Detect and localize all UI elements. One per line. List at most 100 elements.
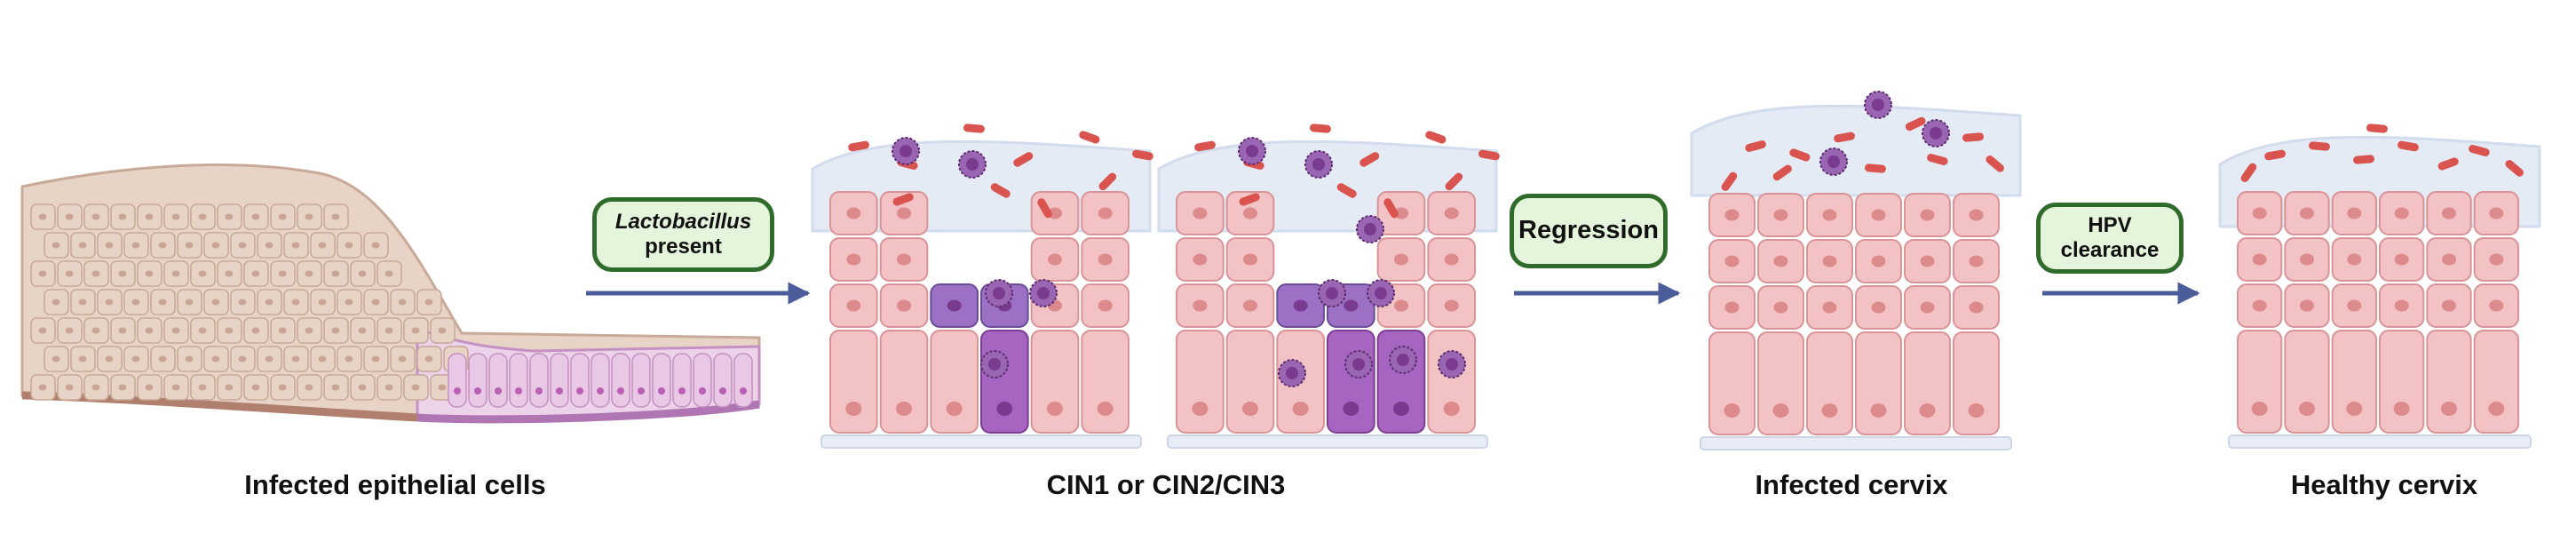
squamous-nucleus [211, 242, 220, 249]
hpv-virion-core [1397, 354, 1409, 366]
squamous-nucleus [238, 242, 247, 249]
basal-nucleus [1192, 402, 1209, 416]
cell-nucleus [1444, 253, 1459, 266]
cell-nucleus [2442, 299, 2456, 312]
hpv-virion-core [1930, 127, 1942, 139]
caption-infected-epithelial-cells: Infected epithelial cells [244, 469, 546, 500]
basal-nucleus [845, 402, 862, 416]
columnar-nucleus [678, 387, 686, 395]
basal-nucleus [896, 402, 912, 416]
squamous-nucleus [105, 299, 114, 306]
basal-nucleus [1047, 402, 1063, 416]
cell-nucleus [2394, 207, 2409, 219]
cell-nucleus [846, 299, 861, 312]
cell-nucleus [1724, 301, 1740, 314]
squamous-nucleus [171, 270, 180, 277]
squamous-nucleus [291, 242, 300, 249]
squamous-nucleus [171, 213, 180, 220]
squamous-nucleus [251, 213, 260, 220]
squamous-nucleus [278, 384, 287, 391]
squamous-nucleus [358, 384, 367, 391]
lactobacillus-bacterium [2437, 157, 2459, 171]
hpv-virion-core [966, 158, 979, 171]
squamous-nucleus [424, 299, 433, 306]
squamous-nucleus [145, 384, 154, 391]
basal-nucleus [1242, 402, 1258, 416]
basal-nucleus [1292, 402, 1309, 416]
columnar-cell [488, 353, 508, 408]
cell-nucleus [1394, 253, 1408, 266]
cell-nucleus [1243, 253, 1257, 266]
basal-nucleus [946, 402, 963, 416]
lactobacillus-bacterium [1309, 124, 1331, 133]
squamous-nucleus [198, 384, 207, 391]
squamous-nucleus [225, 213, 234, 220]
basal-cell [2284, 330, 2330, 434]
columnar-nucleus [597, 387, 604, 395]
squamous-nucleus [398, 299, 407, 306]
cell-nucleus [1343, 299, 1359, 312]
squamous-nucleus [305, 213, 313, 220]
hpv-virion-core [900, 145, 912, 157]
lactobacillus-callout: Lactobacillus present [592, 197, 774, 272]
squamous-nucleus [384, 384, 393, 391]
basal-nucleus [2299, 402, 2315, 416]
cell-nucleus [1724, 255, 1740, 267]
squamous-nucleus [145, 213, 154, 220]
lactobacillus-bacterium [1336, 183, 1357, 198]
basal-cell [1225, 330, 1275, 434]
basement-membrane [1167, 434, 1488, 449]
lactobacillus-bacterium [892, 193, 914, 206]
cell-nucleus [1243, 207, 1257, 219]
squamous-nucleus [291, 299, 300, 306]
columnar-nucleus [495, 387, 502, 395]
squamous-nucleus [251, 270, 260, 277]
cell-nucleus [1724, 209, 1740, 221]
present-label: present [645, 235, 722, 259]
cell-nucleus [2252, 299, 2267, 312]
lactobacillus-bacterium [1864, 163, 1886, 173]
squamous-nucleus [331, 384, 340, 391]
cell-nucleus [897, 299, 911, 312]
cell-nucleus [2394, 253, 2409, 266]
squamous-nucleus [371, 242, 380, 249]
squamous-nucleus [171, 384, 180, 391]
cell-nucleus [1193, 207, 1208, 219]
columnar-cell [529, 353, 549, 408]
lactobacillus-bacterium [2308, 141, 2330, 151]
squamous-nucleus [131, 299, 140, 306]
squamous-nucleus [198, 270, 207, 277]
lactobacillus-bacterium [1079, 131, 1100, 144]
squamous-nucleus [238, 299, 247, 306]
columnar-nucleus [638, 387, 645, 395]
cell-nucleus [1048, 253, 1062, 266]
basal-cell [2331, 330, 2378, 434]
cell-nucleus [1871, 255, 1886, 267]
hpv-virion-core [1286, 367, 1298, 379]
cell-nucleus [1822, 301, 1837, 314]
cell-nucleus [1969, 209, 1984, 221]
columnar-nucleus [658, 387, 665, 395]
lactobacillus-bacterium [2398, 140, 2419, 152]
cell-nucleus [1098, 207, 1113, 219]
cell-nucleus [1444, 299, 1459, 312]
squamous-nucleus [65, 384, 74, 391]
squamous-nucleus [131, 355, 140, 363]
basal-nucleus [2393, 402, 2410, 416]
columnar-cell [672, 353, 692, 408]
squamous-nucleus [265, 299, 273, 306]
columnar-cell [448, 353, 467, 408]
lactobacillus-bacterium [1834, 132, 1855, 143]
squamous-nucleus [305, 327, 313, 334]
columnar-cell [733, 353, 753, 408]
cell-nucleus [2347, 299, 2362, 312]
lactobacillus-bacterium [1098, 172, 1117, 191]
cell-nucleus [1098, 299, 1113, 312]
hpv-virion-core [1364, 223, 1376, 235]
lactobacillus-bacterium [1013, 152, 1034, 167]
basal-nucleus [2251, 402, 2268, 416]
squamous-nucleus [384, 270, 393, 277]
squamous-nucleus [38, 213, 47, 220]
cell-nucleus [2442, 253, 2456, 266]
squamous-nucleus [438, 384, 447, 391]
